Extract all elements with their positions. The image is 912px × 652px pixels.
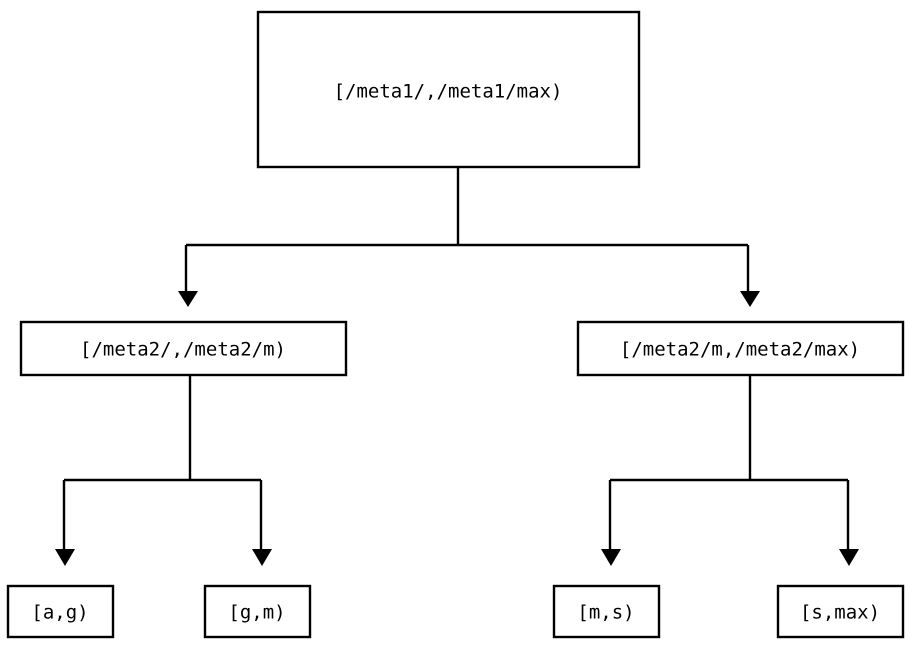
node-level2-left[interactable]: [/meta2/,/meta2/m) [19,320,348,377]
node-leaf-2-label: [g,m) [228,602,285,624]
edge-level2-left-to-leaves [55,375,272,566]
arrowhead-leaf-2-icon [252,549,272,566]
node-leaf-3-box[interactable] [552,584,661,639]
node-leaf-3-label: [m,s) [577,602,634,624]
node-level2-right-box[interactable] [576,320,905,377]
node-root-box[interactable] [256,10,641,169]
arrowhead-leaf-1-icon [55,549,75,566]
arrowhead-leaf-4-icon [839,549,859,566]
node-level2-left-label: [/meta2/,/meta2/m) [80,339,286,361]
node-leaf-1[interactable]: [a,g) [6,584,115,639]
node-leaf-2-box[interactable] [203,584,312,639]
node-level2-left-box[interactable] [19,320,348,377]
node-level2-right-label: [/meta2/m,/meta2/max) [620,339,860,361]
node-root[interactable]: [/meta1/,/meta1/max) [256,10,641,169]
node-leaf-3[interactable]: [m,s) [552,584,661,639]
node-root-label: [/meta1/,/meta1/max) [334,81,563,103]
node-level2-right[interactable]: [/meta2/m,/meta2/max) [576,320,905,377]
arrowhead-level2-left-icon [178,291,198,307]
arrowhead-level2-right-icon [740,291,760,307]
arrowhead-leaf-3-icon [601,549,621,566]
edge-root-to-level2 [178,167,760,307]
node-leaf-4-label: [s,max) [800,602,880,624]
node-leaf-2[interactable]: [g,m) [203,584,312,639]
node-leaf-4[interactable]: [s,max) [776,584,905,639]
node-leaf-4-box[interactable] [776,584,905,639]
node-leaf-1-box[interactable] [6,584,115,639]
node-leaf-1-label: [a,g) [31,602,88,624]
edge-level2-right-to-leaves [601,375,859,566]
